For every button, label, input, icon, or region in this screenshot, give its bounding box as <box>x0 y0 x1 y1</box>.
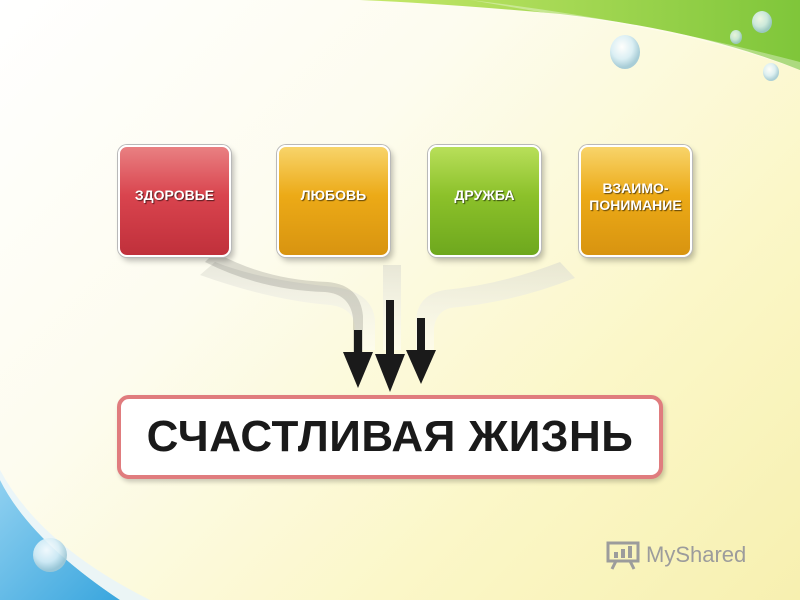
factor-box-friendship: ДРУЖБА <box>428 145 541 257</box>
factor-label-health: ЗДОРОВЬЕ <box>134 187 215 203</box>
factor-box-understanding: ВЗАИМО- ПОНИМАНИЕ <box>579 145 692 257</box>
arrow-right <box>406 318 436 384</box>
factor-label-friendship: ДРУЖБА <box>454 187 515 203</box>
factor-label-love: ЛЮБОВЬ <box>300 187 367 203</box>
factor-label-understanding-line2: ПОНИМАНИЕ <box>589 197 682 213</box>
arrow-center <box>375 300 405 392</box>
watermark: MyShared <box>606 537 746 573</box>
arrow-left <box>205 252 373 388</box>
factor-label-understanding: ВЗАИМО- ПОНИМАНИЕ <box>581 180 690 214</box>
factor-label-understanding-line1: ВЗАИМО- <box>602 180 669 196</box>
result-label: СЧАСТЛИВАЯ ЖИЗНЬ <box>146 412 634 461</box>
result-box: СЧАСТЛИВАЯ ЖИЗНЬ <box>117 395 663 479</box>
factor-box-love: ЛЮБОВЬ <box>277 145 390 257</box>
presentation-icon <box>606 541 640 570</box>
watermark-text: MyShared <box>646 542 747 567</box>
factor-box-health: ЗДОРОВЬЕ <box>118 145 231 257</box>
